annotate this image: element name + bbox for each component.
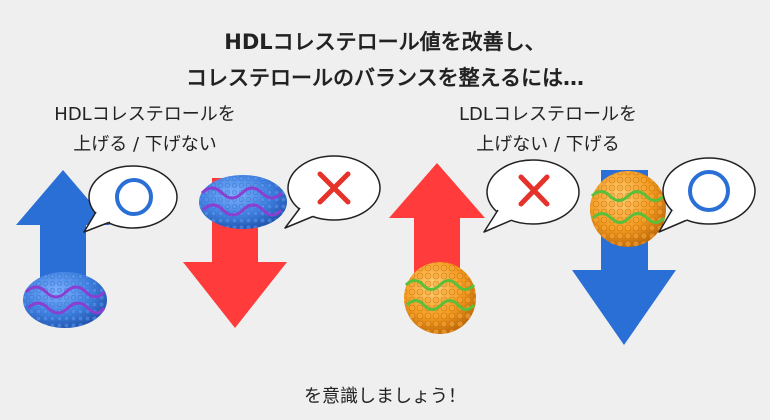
hdl-up-speech-bubble (83, 165, 178, 233)
ldl-up-speech-bubble (483, 159, 580, 233)
cross-mark-icon (317, 171, 351, 205)
hdl-particle-icon (23, 272, 107, 328)
ldl-up-arrow-icon (389, 163, 485, 306)
circle-mark-icon (688, 170, 730, 212)
footer-text: を意識しましょう！ (304, 386, 466, 407)
ldl-particle-icon (590, 171, 666, 247)
hdl-down-arrow-icon (183, 178, 287, 328)
hdl-caption-line-1: HDLコレステロールを (54, 104, 236, 125)
hdl-caption-line-2: 上げる / 下げない (73, 134, 217, 155)
hdl-caption: HDLコレステロールを 上げる / 下げない (15, 100, 275, 160)
ldl-caption-line-1: LDLコレステロールを (459, 104, 637, 125)
ldl-caption-line-2: 上げない / 下げる (476, 134, 620, 155)
heading-line-2: コレステロールのバランスを整えるには… (186, 66, 584, 90)
heading-line-1: HDLコレステロール値を改善し、 (224, 30, 546, 54)
hdl-particle-icon (199, 175, 287, 229)
ldl-down-speech-bubble (658, 157, 756, 233)
ldl-down-arrow-icon (572, 170, 676, 345)
circle-mark-icon (115, 178, 153, 216)
ldl-caption: LDLコレステロールを 上げない / 下げる (418, 100, 678, 160)
hdl-down-speech-bubble (284, 155, 381, 229)
ldl-particle-icon (404, 262, 476, 334)
hdl-up-arrow-icon (16, 170, 110, 312)
cross-mark-icon (518, 174, 550, 207)
